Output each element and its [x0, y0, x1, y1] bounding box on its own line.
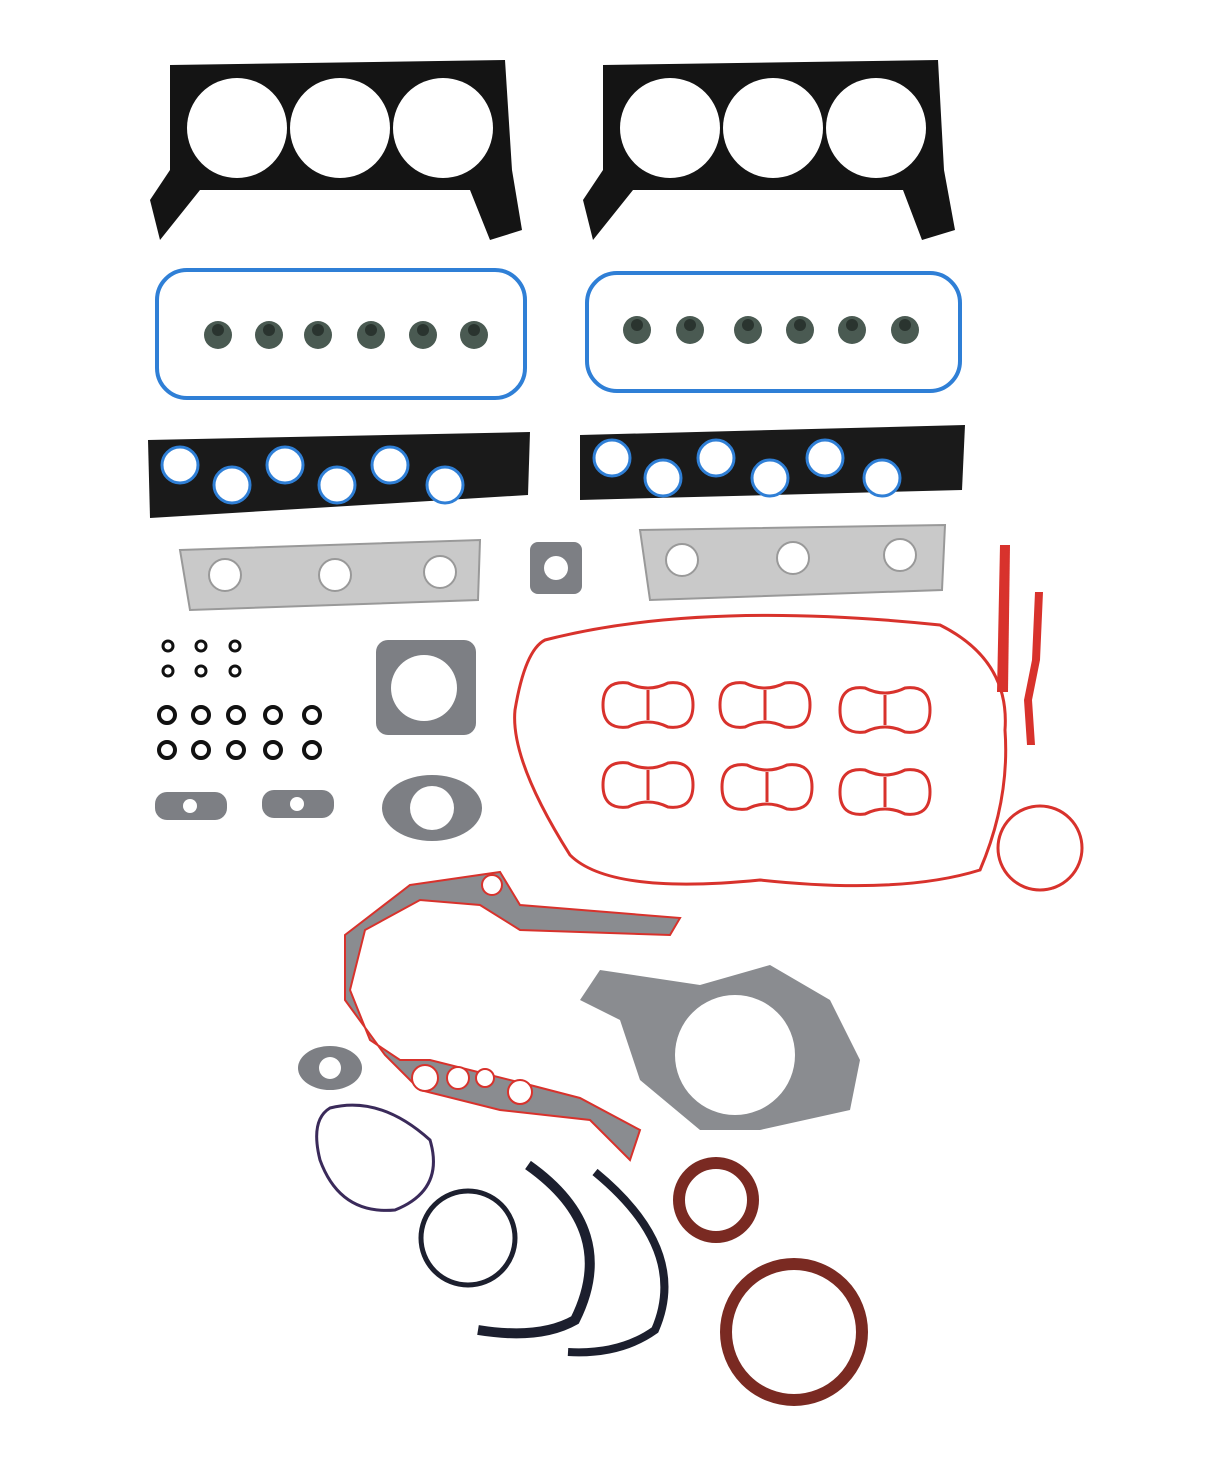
small-o-ring — [161, 664, 175, 678]
small-o-ring — [161, 639, 175, 653]
small-o-ring — [194, 664, 208, 678]
o-ring — [226, 740, 246, 760]
o-ring — [226, 705, 246, 725]
valve-stem-seal-top — [365, 324, 377, 336]
rubber-ring — [418, 1188, 518, 1288]
valve-stem-seal-top — [742, 319, 754, 331]
intake-port-gasket — [601, 681, 695, 729]
red-strip-1 — [997, 545, 1010, 692]
o-ring — [191, 740, 211, 760]
o-rings — [157, 639, 322, 760]
rear-main-seal-half-2 — [567, 1168, 669, 1357]
valve-stem-seal-top — [846, 319, 858, 331]
intake-port-gasket — [601, 761, 695, 809]
valve-stem-seal-top — [899, 319, 911, 331]
valve-stem-seal-top — [794, 319, 806, 331]
o-ring — [302, 705, 322, 725]
valve-cover-gasket-left — [155, 268, 527, 400]
intake-port-gaskets — [601, 681, 932, 816]
intake-gasket-right — [580, 425, 965, 500]
valve-stem-seals — [204, 316, 919, 349]
front-crank-seal — [673, 1157, 759, 1243]
valve-stem-seal-top — [417, 324, 429, 336]
intake-port-gasket — [718, 681, 812, 729]
red-strip-2 — [1024, 592, 1043, 745]
red-round-gasket — [996, 804, 1084, 892]
o-ring — [263, 705, 283, 725]
o-ring — [157, 705, 177, 725]
intake-port-gasket — [720, 763, 814, 811]
valve-stem-seal-top — [212, 324, 224, 336]
o-ring — [157, 740, 177, 760]
lower-intake-perimeter-gasket — [513, 613, 1008, 888]
valve-stem-seal-top — [263, 324, 275, 336]
small-o-ring — [194, 639, 208, 653]
head-gasket-right — [583, 60, 955, 240]
rear-crank-seal — [720, 1258, 868, 1406]
o-ring — [191, 705, 211, 725]
valve-stem-seal-top — [684, 319, 696, 331]
valve-cover-gasket-right — [585, 271, 962, 393]
intake-port-gasket — [838, 686, 932, 734]
rear-main-seal-half-1 — [477, 1160, 595, 1339]
valve-stem-seal-top — [468, 324, 480, 336]
valve-stem-seal-top — [312, 324, 324, 336]
o-ring — [302, 740, 322, 760]
small-o-ring — [228, 639, 242, 653]
intake-gasket-left — [148, 432, 530, 518]
valve-stem-seal-top — [631, 319, 643, 331]
o-ring — [263, 740, 283, 760]
rubber-loop-seal — [315, 1103, 435, 1212]
small-o-ring — [228, 664, 242, 678]
head-gasket-left — [150, 60, 522, 240]
intake-port-gasket — [838, 768, 932, 816]
